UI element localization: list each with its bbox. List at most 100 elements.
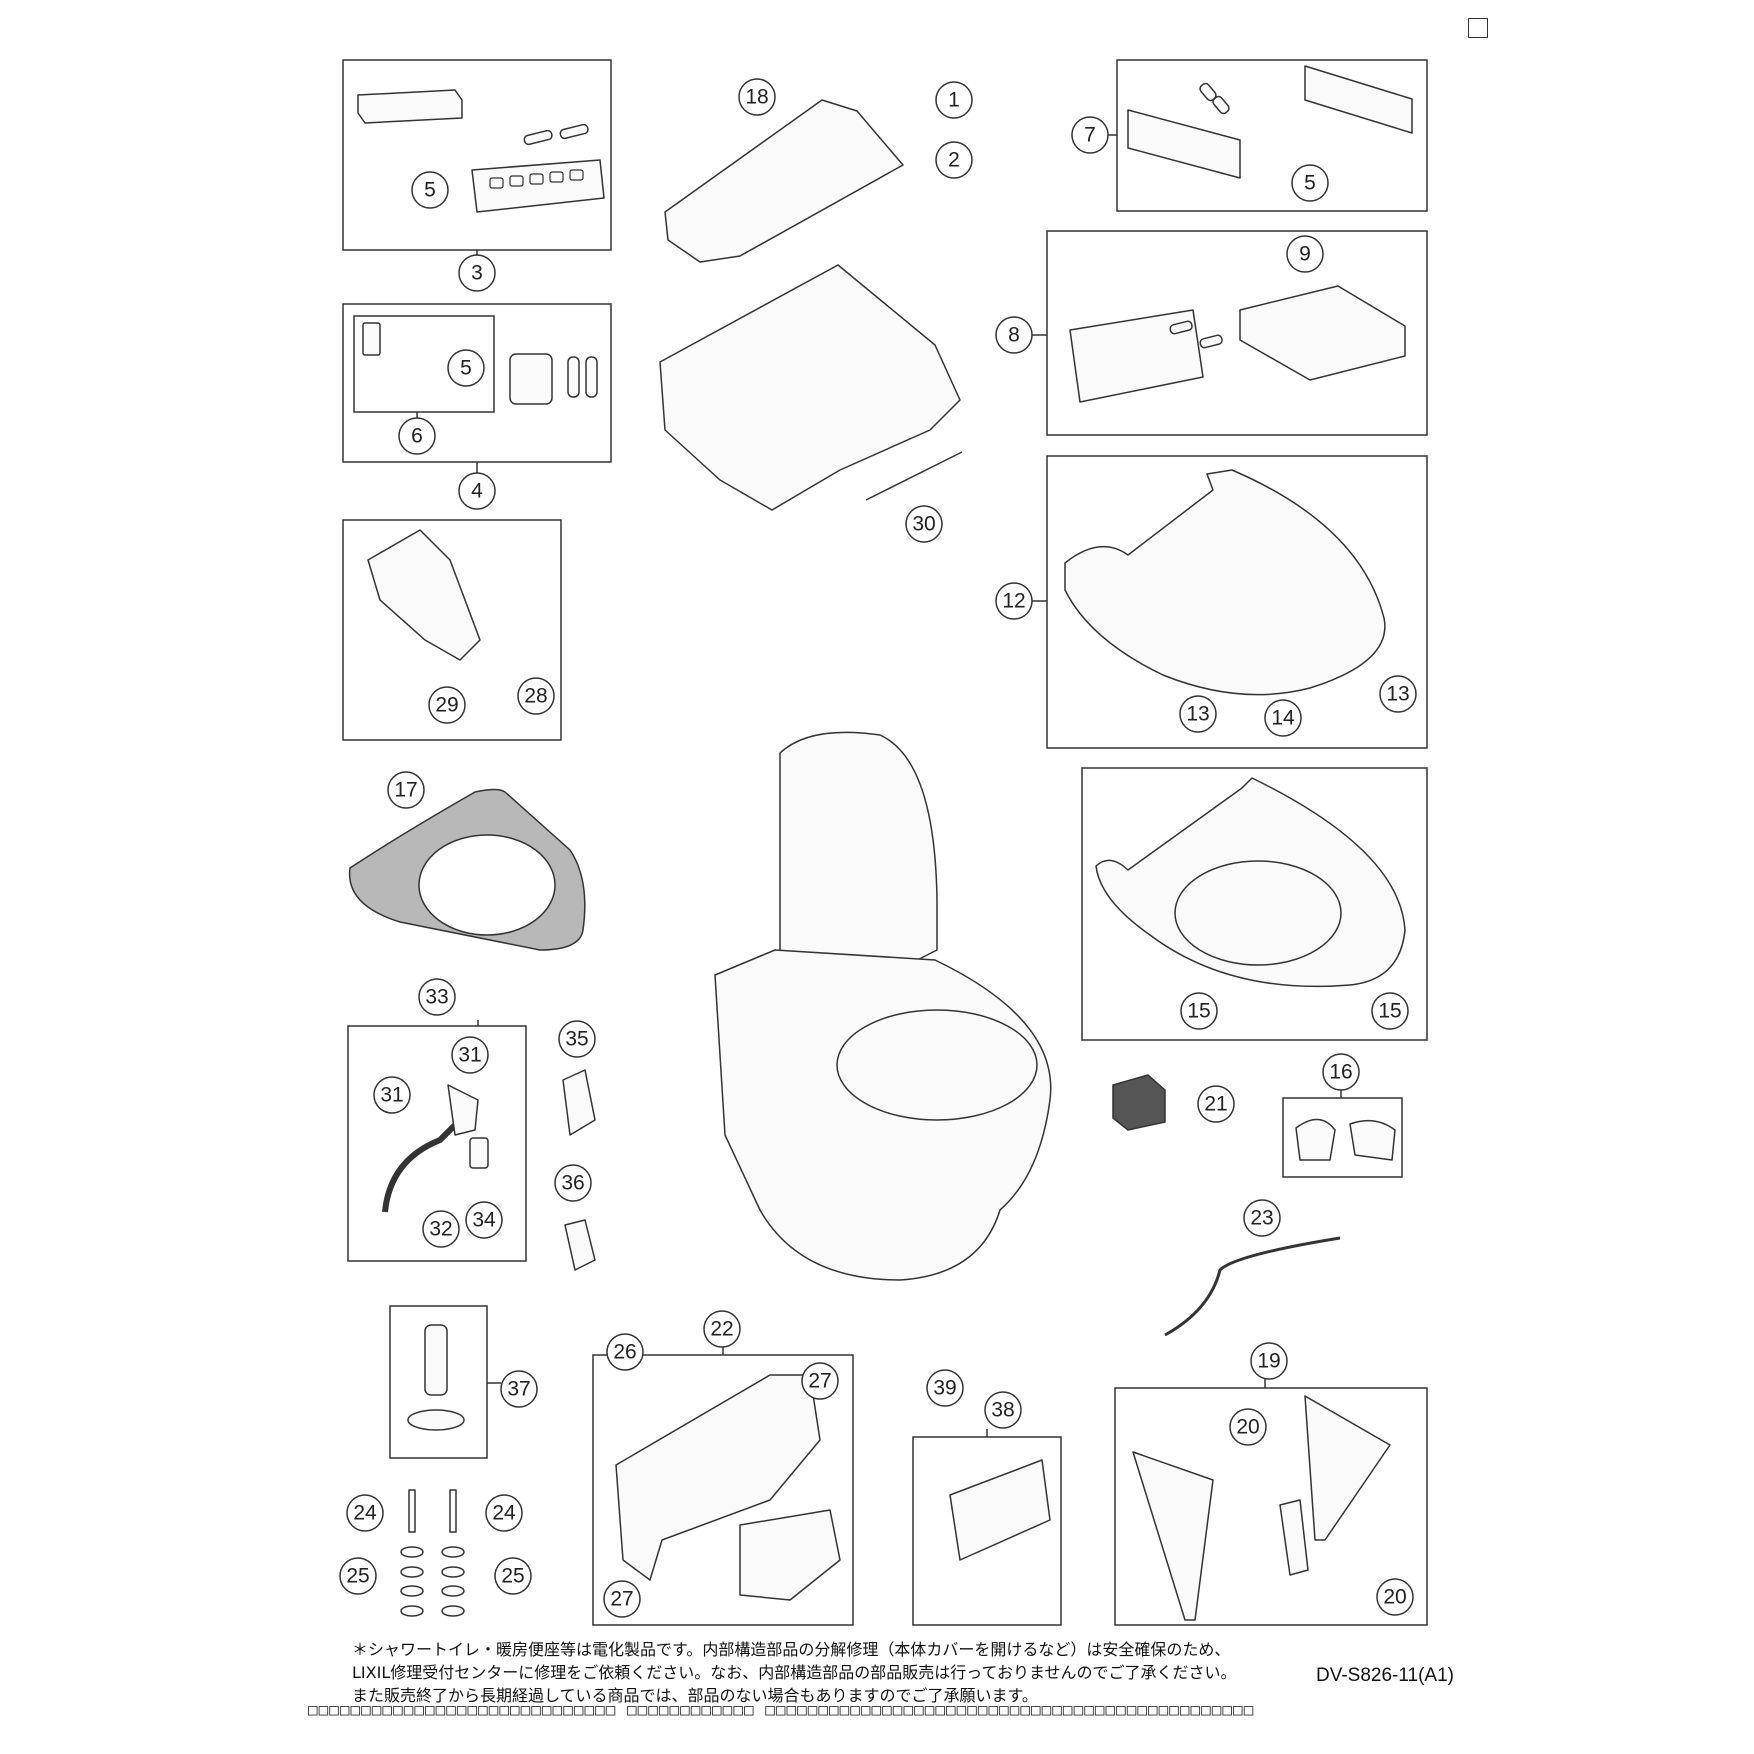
callout-13b [1179,695,1217,733]
callout-label: 5 [460,357,472,380]
toilet-lid-drawing [1064,469,1386,696]
callout-label: 31 [380,1084,403,1107]
callout-2 [935,141,973,179]
callout-label: 3 [471,262,483,285]
callout-label: 8 [1008,324,1020,347]
callout-27b [603,1580,641,1618]
box-part-28 [342,519,562,741]
callout-24a [346,1494,384,1532]
mounting-bracket-drawing [615,1374,821,1581]
corner-checkbox [1468,18,1488,38]
callout-16 [1322,1053,1360,1091]
callout-14 [1264,699,1302,737]
callout-label: 36 [561,1172,584,1195]
callout-6 [398,417,436,455]
callout-8 [995,316,1033,354]
callout-label: 5 [424,179,436,202]
callout-label: 20 [1383,1586,1406,1609]
callout-label: 26 [613,1341,636,1364]
footer-placeholder-text: □□□□□□□□□□□□□□□□□□□□□□□□□□□□□ □□□□□□□□□□… [308,1700,1255,1719]
box-part-12 [1046,455,1428,749]
callout-label: 27 [808,1370,831,1393]
keypad-remote-drawing [509,353,553,405]
callout-23 [1243,1199,1281,1237]
callout-33 [418,978,456,1016]
callout-36 [554,1164,592,1202]
callout-label: 34 [472,1209,496,1232]
callout-label: 35 [565,1028,588,1051]
callout-label: 25 [501,1565,524,1588]
callout-label: 7 [1084,124,1096,147]
callout-label: 19 [1257,1350,1280,1373]
callout-19 [1250,1342,1288,1380]
callout-label: 31 [458,1044,481,1067]
callout-5a [411,171,449,209]
callout-label: 23 [1250,1207,1273,1230]
callout-17 [387,771,425,809]
callout-label: 18 [745,86,768,109]
callout-label: 24 [353,1502,377,1525]
callout-label: 30 [912,513,935,536]
callout-9 [1286,235,1324,273]
callout-7 [1071,116,1109,154]
callout-15a [1180,992,1218,1030]
callout-31a [451,1036,489,1074]
callout-label: 16 [1329,1061,1352,1084]
callout-label: 39 [933,1377,956,1400]
callout-label: 17 [394,779,417,802]
callout-30 [905,505,943,543]
callout-label: 13 [1386,683,1409,706]
callout-26 [606,1333,644,1371]
callout-32 [422,1210,460,1248]
box-part-6 [353,315,495,413]
callout-label: 25 [346,1565,369,1588]
callout-20a [1229,1408,1267,1446]
callout-label: 32 [429,1218,452,1241]
note-line-2: LIXIL修理受付センターに修理をご依頼ください。なお、内部構造部品の部品販売は… [352,1663,1237,1682]
main-unit-drawing [659,264,961,511]
callout-31b [373,1076,411,1114]
callout-label: 6 [411,425,423,448]
callout-label: 4 [471,480,483,503]
callout-12 [995,582,1033,620]
callout-label: 15 [1378,1000,1401,1023]
callout-label: 2 [948,149,960,172]
callout-37 [500,1370,538,1408]
callout-18 [738,78,776,116]
solenoid-valve-drawing [367,529,481,661]
note-line-3: また販売終了から長期経過している商品では、部品のない場合もありますのでご了承願い… [352,1686,1038,1705]
callout-label: 37 [507,1378,530,1401]
callout-label: 33 [425,986,448,1009]
callout-4 [458,472,496,510]
callout-25b [494,1557,532,1595]
callout-13a [1379,675,1417,713]
toilet-bowl-drawing [714,949,1052,1281]
callout-34 [465,1201,503,1239]
callout-label: 27 [610,1588,633,1611]
callout-label: 28 [524,685,547,708]
callout-label: 1 [948,89,960,112]
callout-39 [926,1369,964,1407]
callout-label: 20 [1236,1416,1259,1439]
side-panel-drawing [1132,1451,1214,1621]
callout-label: 12 [1002,590,1025,613]
callout-29 [428,686,466,724]
callout-label: 29 [435,694,458,717]
box-part-15 [1081,767,1428,1041]
callout-38 [984,1391,1022,1429]
callout-28 [517,677,555,715]
box-part-16 [1282,1097,1403,1178]
callout-25a [339,1557,377,1595]
note-line-1: ＊シャワートイレ・暖房便座等は電化製品です。内部構造部品の分解修理（本体カバーを… [352,1640,1231,1659]
callout-label: 9 [1299,243,1311,266]
pump-drawing [949,1459,1051,1561]
box-part-33 [347,1025,527,1262]
callout-5c [1291,164,1329,202]
callout-24b [485,1494,523,1532]
box-part-3 [342,59,612,251]
callout-22 [703,1310,741,1348]
callout-label: 24 [492,1502,516,1525]
top-cover-drawing [664,99,904,263]
cap-drawing [1112,1074,1166,1131]
callout-label: 21 [1204,1093,1227,1116]
